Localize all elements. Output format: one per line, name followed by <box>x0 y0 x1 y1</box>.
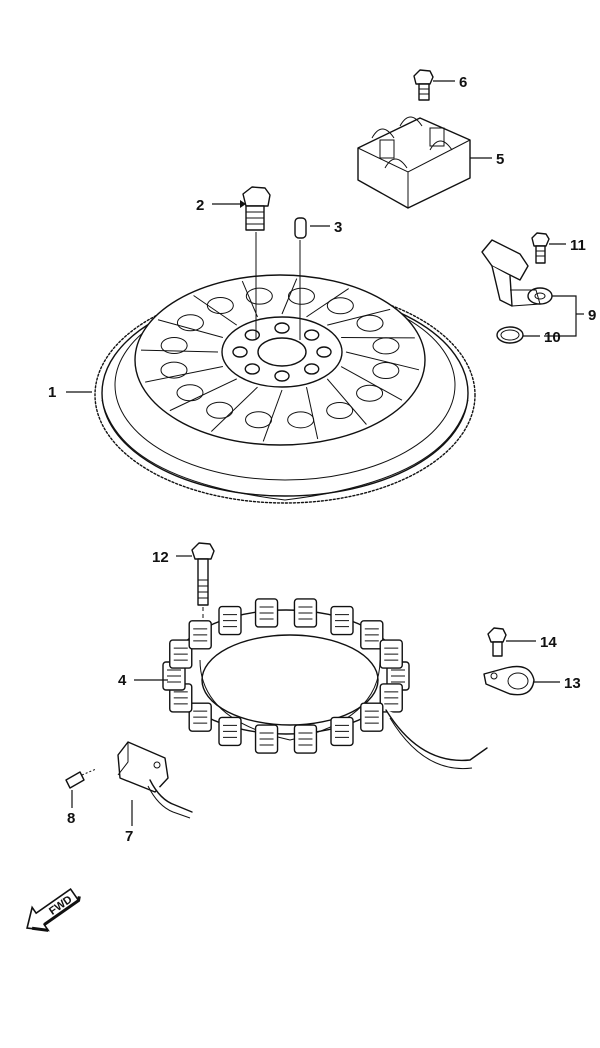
fan-blade <box>193 295 238 326</box>
stator-coil <box>360 702 384 732</box>
callout-7: 7 <box>125 828 133 845</box>
leader-lines <box>66 80 584 826</box>
pulser-screw <box>65 768 97 789</box>
callout-1: 1 <box>48 384 56 401</box>
stator-coil <box>162 661 186 691</box>
stator-coil <box>330 605 354 636</box>
callout-4: 4 <box>118 672 127 689</box>
fan-blade <box>145 366 223 383</box>
callout-3: 3 <box>334 219 342 236</box>
fan-blade <box>327 308 391 326</box>
callout-13: 13 <box>564 675 581 692</box>
fan-pocket <box>372 362 400 380</box>
stator-coil <box>218 605 242 636</box>
callout-12: 12 <box>152 549 169 566</box>
callout-numbers: 1 2 3 4 5 6 7 8 9 10 11 12 13 14 <box>48 74 596 845</box>
fan-pocket <box>287 411 315 429</box>
fan-blade <box>157 319 224 338</box>
fan-pocket <box>356 314 384 332</box>
hub-hole <box>274 322 290 334</box>
fan-pocket <box>245 411 273 429</box>
fan-pocket <box>206 296 234 314</box>
pulser-coil <box>117 741 193 819</box>
sensor-bolt <box>531 232 550 264</box>
stator-coil <box>169 639 193 669</box>
stator-coil <box>330 716 354 747</box>
fan-blade <box>241 280 258 318</box>
stator-coil <box>293 724 318 754</box>
fan-blade <box>169 378 237 412</box>
fan-pocket <box>326 297 354 315</box>
flywheel <box>94 274 476 504</box>
stator-coil <box>379 639 403 669</box>
fan-pocket <box>287 287 315 305</box>
hub-hole <box>232 346 248 358</box>
hub-hole <box>244 363 261 375</box>
fan-blade <box>345 351 420 371</box>
fan-pocket <box>160 361 188 379</box>
fan-pocket <box>372 337 400 355</box>
fan-blade <box>140 349 219 353</box>
stator-coil <box>188 620 212 650</box>
callout-14: 14 <box>540 634 557 651</box>
o-ring <box>496 326 524 344</box>
flywheel-bolt <box>242 186 271 340</box>
hub-hole <box>274 370 290 382</box>
forward-direction-arrow-icon: FWD <box>26 887 81 932</box>
stator-coil <box>379 683 403 713</box>
fan-pocket <box>160 336 188 354</box>
stator-coil <box>360 620 384 650</box>
crank-position-sensor <box>481 239 553 307</box>
callout-10: 10 <box>544 329 561 346</box>
fan-blade <box>210 386 258 432</box>
stator-coil <box>218 716 242 747</box>
callout-8: 8 <box>67 810 75 827</box>
fan-pocket <box>176 314 204 332</box>
fan-blade <box>281 278 298 315</box>
hub-hole <box>303 363 320 375</box>
fan-blade <box>340 366 403 401</box>
cable-clamp <box>483 665 535 696</box>
hub-hole <box>316 346 332 358</box>
stator-coil <box>293 598 318 628</box>
callout-11: 11 <box>570 237 586 254</box>
stator-coil <box>254 724 279 754</box>
fan-blade <box>306 288 349 318</box>
fan-blade <box>326 378 367 425</box>
callout-5: 5 <box>496 151 504 168</box>
stator-bolt <box>191 542 215 665</box>
cable-clamp-bracket <box>357 116 471 209</box>
hub-hole <box>303 329 320 341</box>
hub-hole <box>244 329 261 341</box>
stator <box>162 598 488 770</box>
fan-blade <box>262 389 283 442</box>
fan-blade <box>306 387 319 440</box>
clamp-screw <box>487 627 507 657</box>
callout-9: 9 <box>588 307 596 324</box>
stator-coil <box>254 598 279 628</box>
fan-pocket <box>206 401 234 419</box>
fan-pocket <box>356 384 384 402</box>
clamp-bolt <box>413 69 434 101</box>
callout-6: 6 <box>459 74 467 91</box>
fan-pocket <box>245 287 273 305</box>
fan-pocket <box>176 384 204 402</box>
dowel-pin <box>294 217 307 340</box>
stator-coil <box>188 702 212 732</box>
fan-pocket <box>326 402 354 420</box>
callout-2: 2 <box>196 197 204 214</box>
